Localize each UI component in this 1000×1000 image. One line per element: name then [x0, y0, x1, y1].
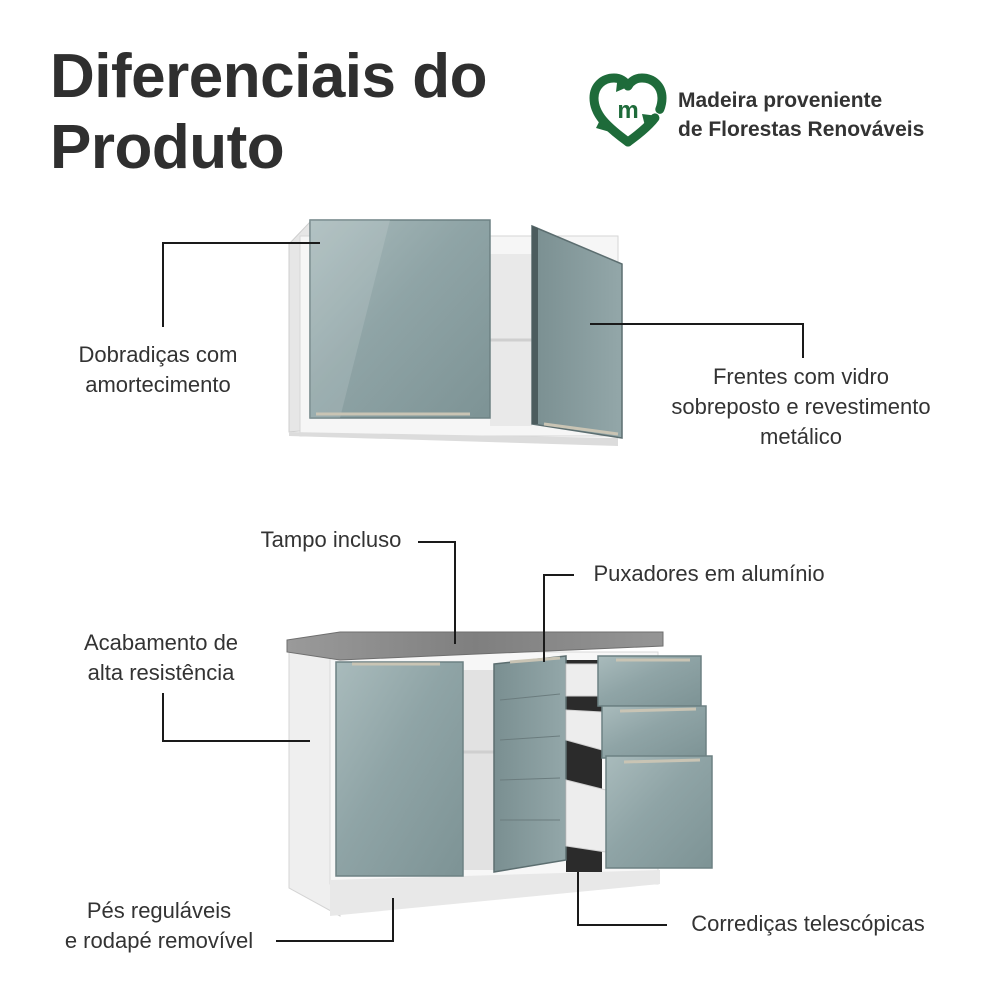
eco-badge-line-1: Madeira proveniente: [678, 89, 883, 112]
title-line-2: Produto: [50, 112, 285, 182]
label-hinges-line-2: amortecimento: [85, 371, 231, 397]
label-hinges-line-1: Dobradiças com: [78, 342, 238, 367]
eco-badge-text: Madeira proveniente de Florestas Renováv…: [678, 86, 924, 145]
label-top-line-1: Tampo incluso: [260, 527, 402, 552]
label-hinges: Dobradiças com amortecimento: [58, 340, 258, 400]
label-feet: Pés reguláveis e rodapé removível: [46, 896, 272, 956]
label-fronts-line-2: sobreposto e revestimento: [671, 393, 931, 419]
eco-logo-letter: m: [617, 97, 638, 124]
label-finish-line-1: Acabamento de: [83, 630, 239, 655]
drawer-1: [597, 655, 702, 707]
leader-handles: [543, 574, 574, 662]
leader-lines: [162, 242, 804, 942]
leader-finish: [162, 693, 310, 742]
label-finish: Acabamento de alta resistência: [56, 628, 266, 688]
base-cabinet: [286, 631, 713, 917]
label-feet-line-2: e rodapé removível: [64, 927, 254, 953]
label-fronts-line-1: Frentes com vidro: [712, 364, 890, 389]
page-title: Diferenciais do Produto: [50, 42, 487, 183]
leader-fronts: [590, 323, 804, 358]
leader-top: [418, 541, 456, 644]
base-cabinet-open-door: [493, 655, 567, 873]
wall-cabinet-right-door: [531, 224, 623, 439]
eco-badge-line-2: de Florestas Renováveis: [678, 118, 925, 142]
leader-slides: [577, 872, 667, 926]
label-top: Tampo incluso: [244, 525, 418, 555]
label-slides: Corrediças telescópicas: [670, 909, 946, 939]
base-cabinet-left-door: [335, 661, 464, 877]
label-fronts-line-3: metálico: [760, 423, 842, 449]
drawer-3: [605, 755, 713, 869]
recycle-heart-icon: m: [589, 73, 667, 147]
label-handles-line-1: Puxadores em alumínio: [593, 561, 825, 586]
label-fronts: Frentes com vidro sobreposto e revestime…: [640, 362, 962, 452]
leader-hinges: [162, 242, 320, 327]
label-finish-line-2: alta resistência: [87, 659, 235, 685]
drawer-2: [601, 705, 707, 759]
leader-feet: [276, 898, 394, 942]
label-handles: Puxadores em alumínio: [576, 559, 842, 589]
wall-cabinet-left-door: [309, 219, 491, 419]
label-feet-line-1: Pés reguláveis: [86, 898, 232, 923]
label-slides-line-1: Corrediças telescópicas: [691, 911, 925, 936]
wall-cabinet: [288, 219, 623, 446]
title-line-1: Diferenciais do: [50, 42, 487, 111]
countertop: [286, 631, 664, 661]
